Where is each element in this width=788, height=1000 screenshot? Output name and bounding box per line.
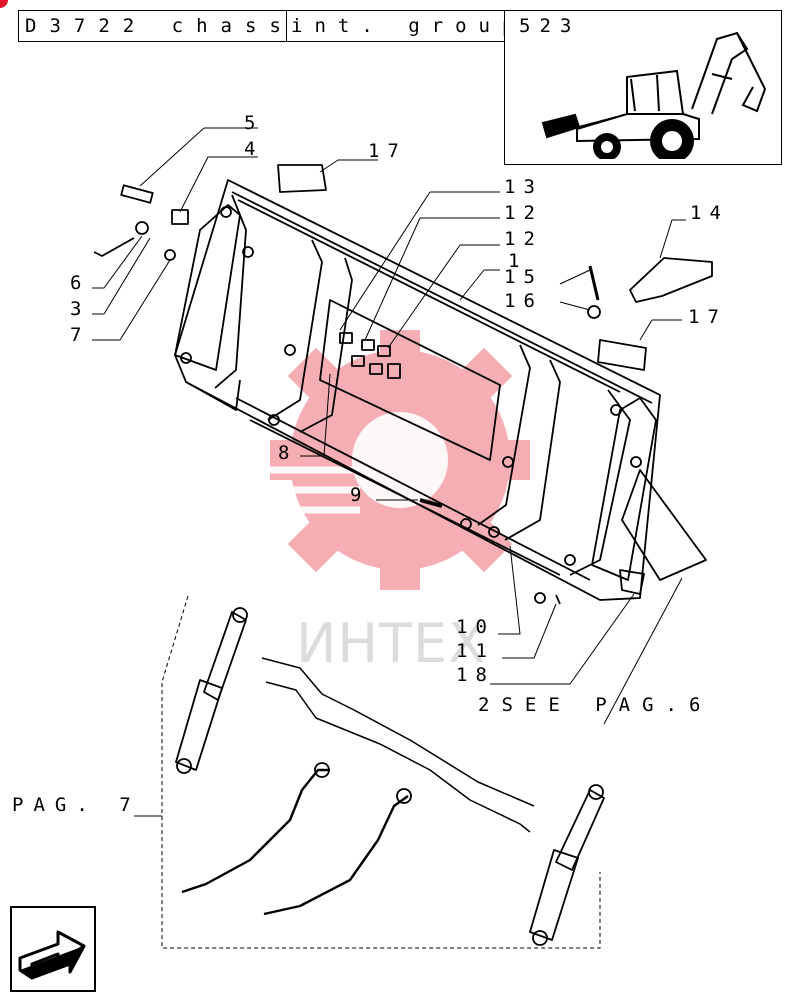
group-box: int. group <box>286 10 513 42</box>
backhoe-thumbnail <box>541 31 767 159</box>
group-label: int. group <box>291 15 526 37</box>
page-title: D3722 chassis <box>25 15 343 37</box>
callout-16: 16 <box>504 290 543 312</box>
title-box: D3722 chassis <box>18 10 330 42</box>
callout-9: 9 <box>350 484 370 506</box>
see-page-6-link[interactable]: 2SEE PAG.6 <box>478 694 713 716</box>
arrow-next-icon <box>18 930 86 980</box>
callout-14: 14 <box>690 202 729 224</box>
pin-part <box>120 184 154 204</box>
callout-4: 4 <box>244 138 264 160</box>
bushing-part <box>171 209 189 225</box>
callout-18: 18 <box>456 664 495 686</box>
page-number: 523 <box>519 15 581 37</box>
callout-7: 7 <box>70 324 90 346</box>
page-box: 523 <box>504 10 782 165</box>
bucket-outline <box>174 179 661 601</box>
next-page-button[interactable] <box>10 906 96 992</box>
callout-12-a: 12 <box>504 202 543 224</box>
watermark-text: ИНТЕХ <box>296 612 487 675</box>
callout-17-right: 17 <box>688 306 727 328</box>
callout-11: 11 <box>456 640 495 662</box>
page-7-link[interactable]: PAG. 7 <box>12 794 141 816</box>
corner-badge <box>0 0 8 8</box>
callout-10: 10 <box>456 616 495 638</box>
callout-17-top: 17 <box>368 140 407 162</box>
callout-15: 15 <box>504 266 543 288</box>
callout-1: 1 <box>508 250 528 272</box>
callout-13: 13 <box>504 176 543 198</box>
callout-8: 8 <box>278 442 298 464</box>
bolt-part <box>93 237 135 257</box>
callout-5: 5 <box>244 112 264 134</box>
callout-12-b: 12 <box>504 228 543 250</box>
callout-6: 6 <box>70 272 90 294</box>
callout-3: 3 <box>70 298 90 320</box>
